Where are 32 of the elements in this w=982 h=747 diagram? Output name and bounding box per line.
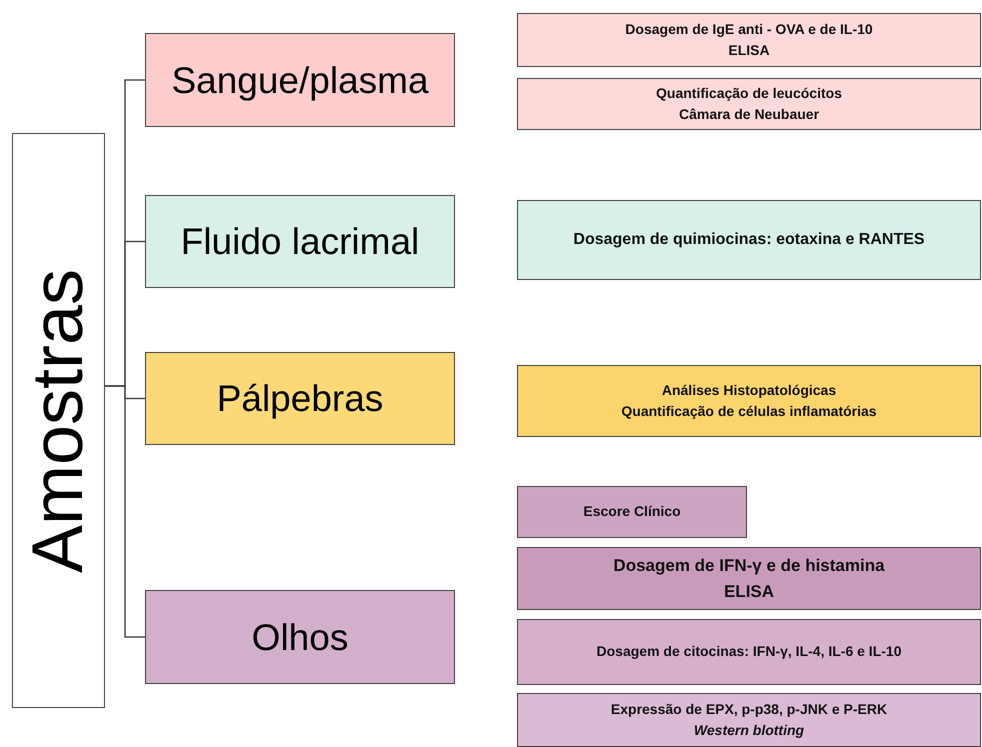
method-box [517,78,981,130]
rotated-label: Amostras [22,268,94,573]
method-text: Dosagem de citocinas: IFN-γ, IL-4, IL-6 e IL-10 [596,643,902,661]
method-box [517,486,747,538]
method-text: Expressão de EPX, p-p38, p-JNK e P-ERK [610,700,888,718]
method-text: Câmara de Neubauer [678,106,820,124]
method-box [517,619,981,685]
method-box [517,365,981,437]
category-box [145,590,455,684]
method-text: Quantificação de células inflamatórias [621,403,877,420]
category-box [145,195,455,288]
method-text: ELISA [724,580,774,602]
method-box [517,200,981,280]
category-label: Fluido lacrimal [180,223,420,260]
method-text: Dosagem de IgE anti - OVA e de IL-10 [625,20,873,38]
method-text: Dosagem de IFN-γ e de histamina [613,555,885,576]
method-box [517,13,981,67]
category-label: Pálpebras [216,380,384,417]
category-box [145,33,455,127]
method-text: ELISA [728,42,770,60]
method-text: Escore Clínico [583,503,681,521]
connector-line [105,385,145,638]
method-text: Análises Histopatológicas [662,382,836,399]
method-box [517,547,981,610]
category-label: Sangue/plasma [171,62,429,98]
root-box [12,133,105,708]
method-text: Quantificação de leucócitos [656,84,842,102]
method-text: Western blotting [694,722,804,740]
method-text: Dosagem de quimiocinas: eotaxina e RANTES [573,230,925,250]
category-label: Olhos [252,618,348,656]
method-box [517,693,981,747]
category-box [145,352,455,445]
